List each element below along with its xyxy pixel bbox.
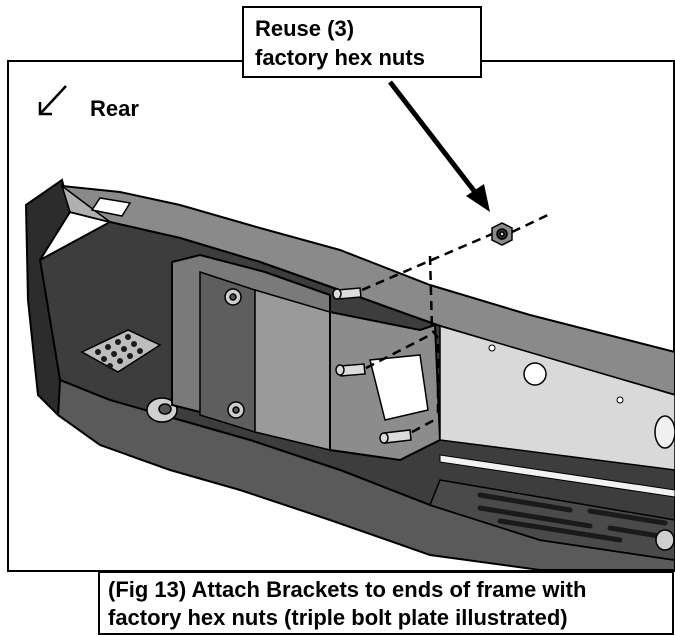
alignment-dashed-lines <box>361 212 551 434</box>
figure-caption: (Fig 13) Attach Brackets to ends of fram… <box>98 571 674 635</box>
rear-direction-label: Rear <box>90 96 139 121</box>
mounting-bracket-side <box>254 288 331 451</box>
bumper-left-corner <box>60 184 111 223</box>
left-step-pad <box>80 329 162 373</box>
bumper-top-notch <box>90 197 132 217</box>
bracket-bolt-icon <box>224 288 245 419</box>
step-slots <box>477 492 668 543</box>
left-shackle-mount <box>146 397 178 423</box>
frame-square-opening <box>369 354 429 421</box>
step-holes <box>95 334 143 369</box>
right-panel-face <box>439 324 675 471</box>
factory-hex-nut-icon <box>491 222 513 246</box>
light-strip <box>439 454 675 498</box>
callout-line-2: factory hex nuts <box>255 45 425 70</box>
callout-arrow-icon <box>388 80 490 212</box>
panel-small-hole-2 <box>616 396 624 404</box>
caption-line-1: (Fig 13) Attach Brackets to ends of fram… <box>108 577 587 602</box>
triple-bolt-studs-icon <box>332 287 412 444</box>
hex-nut-callout-box: Reuse (3) factory hex nuts <box>242 6 482 78</box>
rear-direction-arrow-icon <box>38 85 67 116</box>
caption-line-2: factory hex nuts (triple bolt plate illu… <box>108 605 568 630</box>
panel-round-hole <box>523 362 547 386</box>
panel-small-hole <box>488 344 496 352</box>
callout-line-1: Reuse (3) <box>255 16 355 41</box>
right-mount-icon <box>654 415 675 551</box>
